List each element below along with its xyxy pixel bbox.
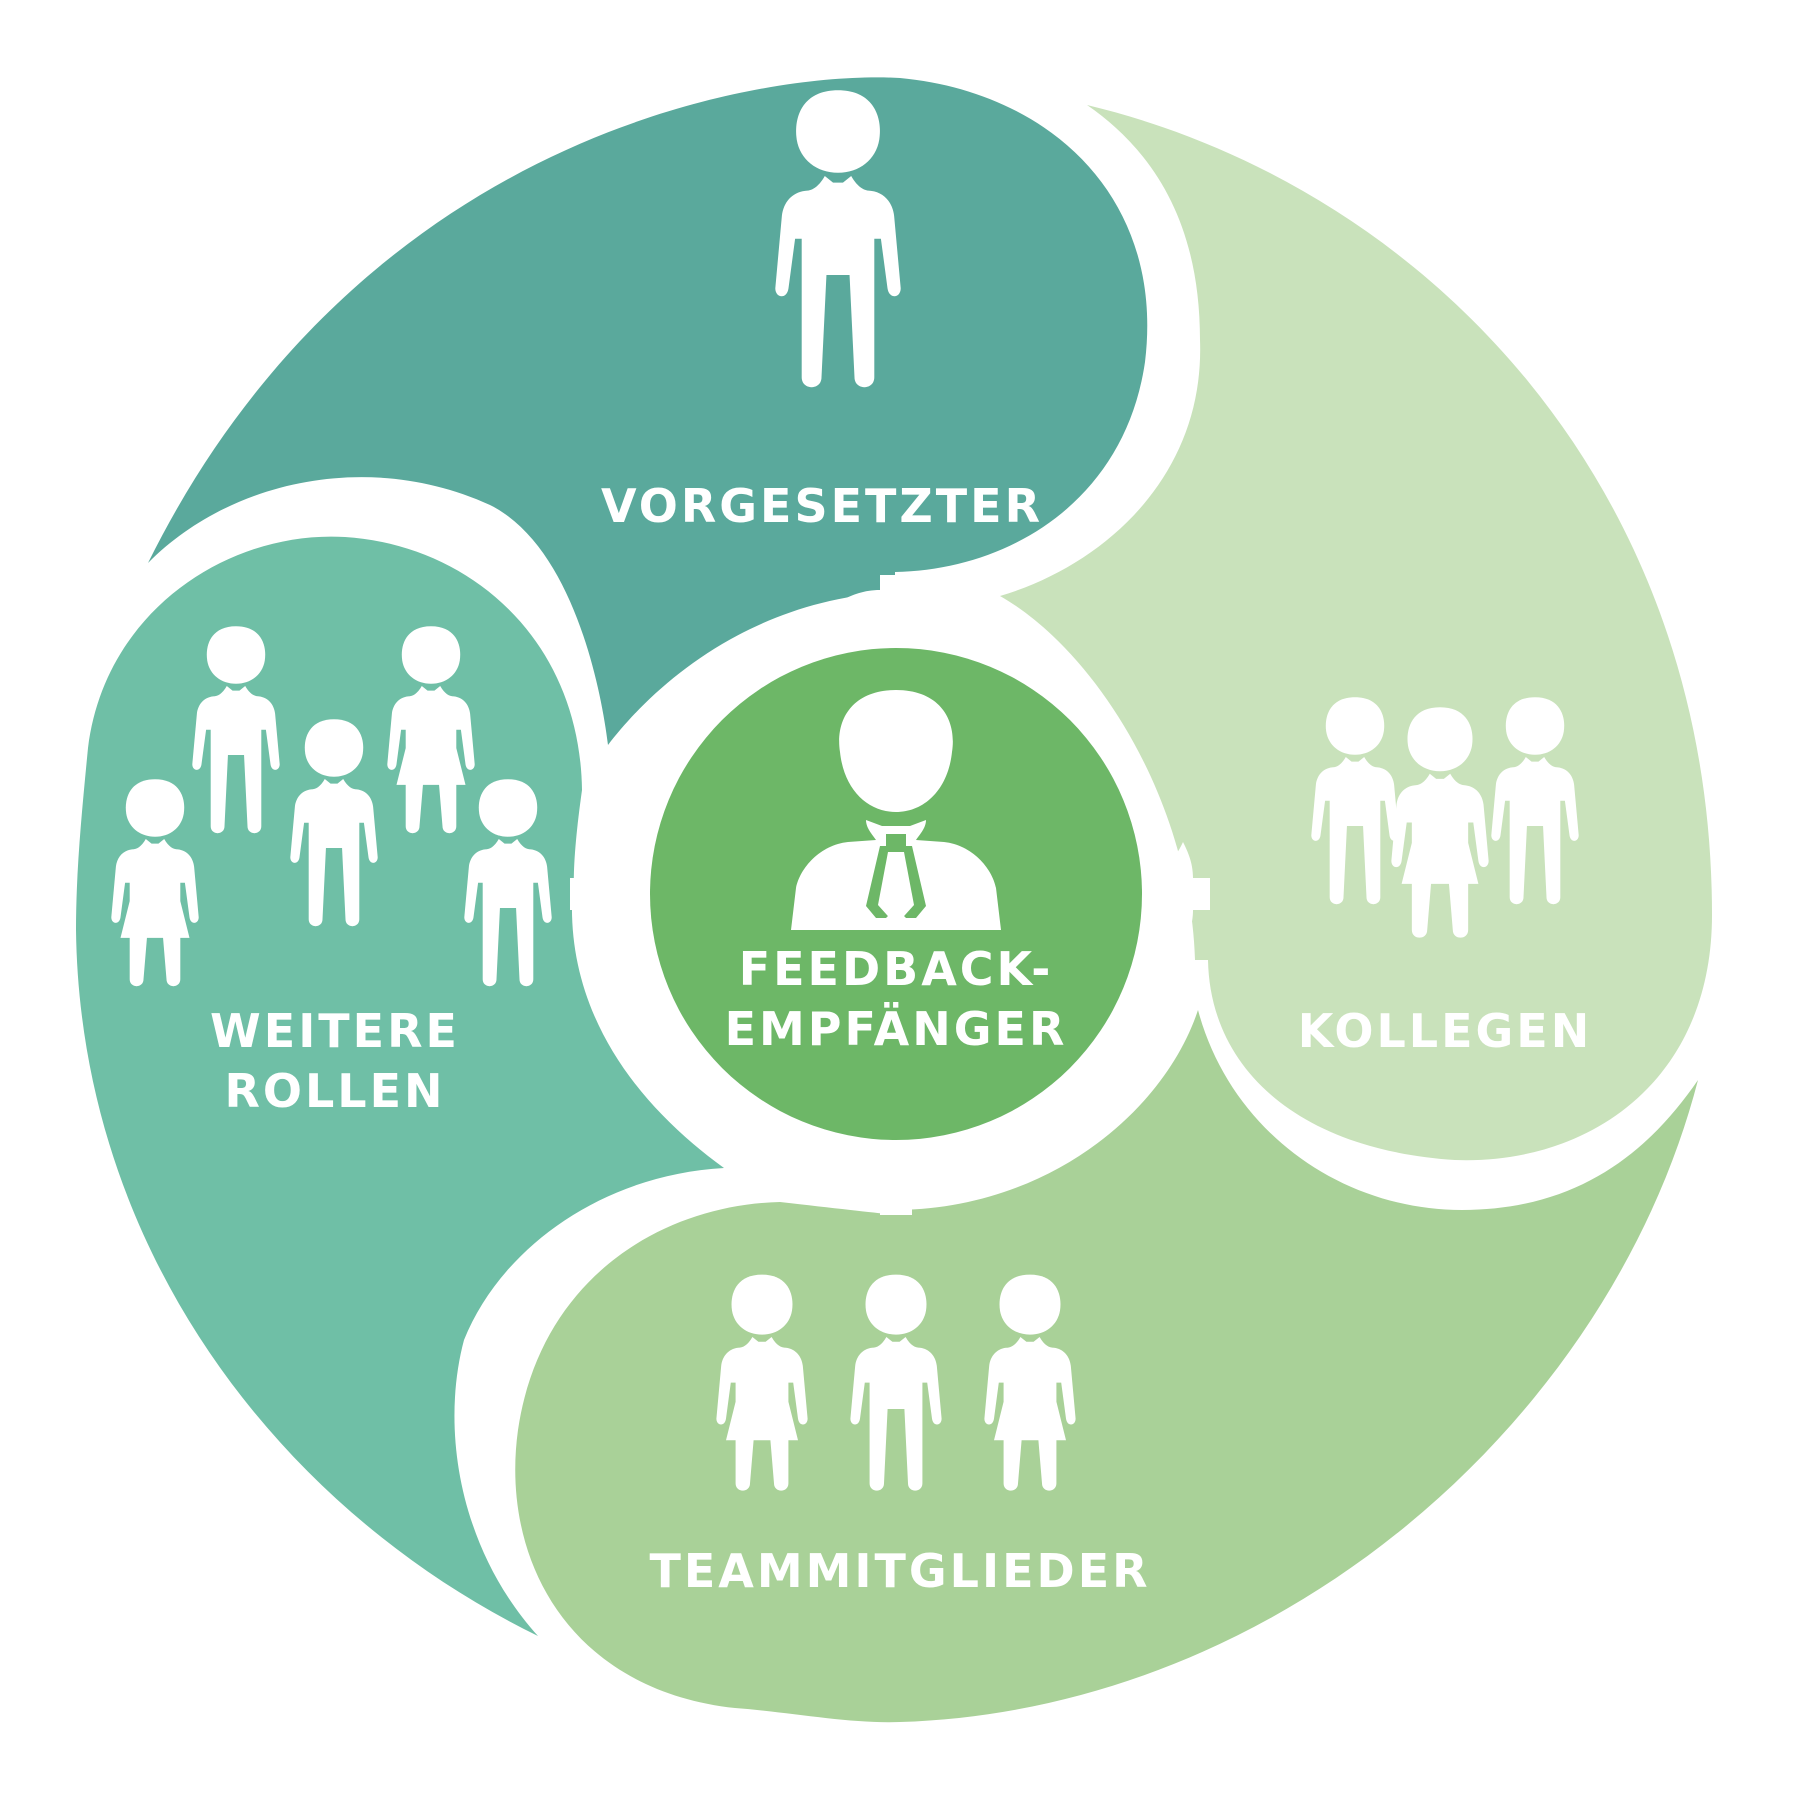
arrow-bottom — [842, 1130, 950, 1215]
arrow-top — [842, 575, 950, 660]
vorgesetzter-label: VORGESETZTER — [601, 479, 1043, 533]
petal-kollegen — [1000, 105, 1712, 1161]
weitere-rollen-label-line2: ROLLEN — [224, 1064, 445, 1118]
connector-arrows — [570, 575, 1210, 1215]
petal-weitere-rollen — [76, 536, 724, 1636]
businessman-icon — [791, 690, 1001, 930]
teammitglieder-label: TEAMMITGLIEDER — [649, 1544, 1150, 1598]
center-label-line2: EMPFÄNGER — [725, 1002, 1068, 1056]
weitere-rollen-label-line1: WEITERE — [210, 1004, 460, 1058]
kollegen-label: KOLLEGEN — [1298, 1004, 1592, 1058]
petal-teammitglieder — [515, 1010, 1698, 1723]
arrow-left — [570, 842, 652, 946]
center-label-line1: FEEDBACK- — [739, 942, 1054, 996]
arrow-right — [1128, 842, 1210, 946]
petal-vorgesetzter — [148, 77, 1148, 745]
